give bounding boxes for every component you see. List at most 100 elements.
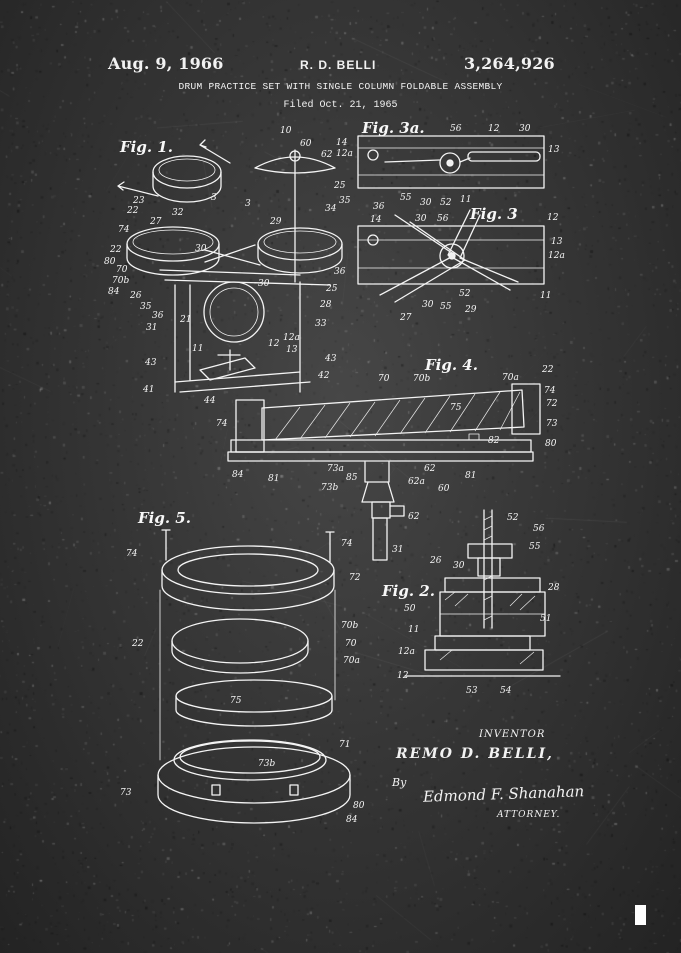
svg-text:29: 29	[464, 305, 477, 315]
figure-4-label: Fig. 4.	[424, 356, 478, 374]
svg-text:10: 10	[280, 126, 292, 136]
svg-text:11: 11	[540, 291, 551, 301]
svg-text:13: 13	[551, 237, 563, 247]
svg-text:56: 56	[450, 124, 462, 134]
svg-text:70b: 70b	[341, 621, 358, 631]
svg-text:14: 14	[370, 215, 382, 225]
svg-text:84: 84	[108, 287, 120, 297]
svg-text:35: 35	[339, 196, 351, 206]
svg-text:12: 12	[397, 671, 409, 681]
svg-text:52: 52	[440, 198, 452, 208]
svg-text:50: 50	[404, 604, 416, 614]
svg-text:30: 30	[415, 214, 427, 224]
svg-text:74: 74	[118, 225, 130, 235]
svg-text:55: 55	[529, 542, 541, 552]
svg-text:72: 72	[546, 399, 558, 409]
svg-text:21: 21	[179, 315, 191, 325]
figure-3-label: Fig. 3	[469, 205, 518, 223]
svg-text:70: 70	[345, 639, 357, 649]
svg-text:30: 30	[420, 198, 432, 208]
svg-text:11: 11	[408, 625, 419, 635]
svg-text:52: 52	[507, 513, 519, 523]
svg-text:25: 25	[333, 181, 346, 191]
svg-text:23: 23	[132, 196, 145, 206]
svg-text:26: 26	[429, 556, 442, 566]
svg-text:62: 62	[408, 512, 420, 522]
figure-5-label: Fig. 5.	[137, 509, 191, 527]
svg-text:73: 73	[546, 419, 558, 429]
figure-3-hinge-open: Fig. 3 14 30 56 12 13 12a 11 52 30 55 29…	[358, 205, 565, 323]
svg-text:73a: 73a	[327, 464, 344, 474]
svg-text:52: 52	[459, 289, 471, 299]
svg-text:11: 11	[192, 344, 203, 354]
svg-text:30: 30	[519, 124, 531, 134]
attorney-label: ATTORNEY.	[497, 810, 561, 820]
svg-text:12a: 12a	[548, 251, 565, 261]
svg-text:55: 55	[440, 302, 452, 312]
svg-text:30: 30	[422, 300, 434, 310]
svg-text:80: 80	[353, 801, 365, 811]
svg-text:70b: 70b	[413, 374, 430, 384]
patent-date: Aug. 9, 1966	[108, 54, 224, 73]
svg-text:56: 56	[437, 214, 449, 224]
svg-text:74: 74	[216, 419, 228, 429]
svg-text:31: 31	[146, 323, 157, 333]
svg-text:44: 44	[203, 396, 216, 406]
header-inventor: R. D. BELLI	[300, 58, 377, 72]
svg-text:84: 84	[232, 470, 244, 480]
svg-text:80: 80	[104, 257, 116, 267]
svg-text:60: 60	[300, 139, 312, 149]
svg-text:43: 43	[144, 358, 157, 368]
svg-text:12a: 12a	[336, 149, 353, 159]
svg-text:42: 42	[317, 371, 330, 381]
svg-text:62a: 62a	[408, 477, 425, 487]
svg-text:74: 74	[341, 539, 353, 549]
svg-text:70: 70	[116, 265, 128, 275]
svg-text:80: 80	[545, 439, 557, 449]
svg-text:62: 62	[321, 150, 333, 160]
svg-text:3: 3	[211, 193, 217, 203]
svg-text:51: 51	[540, 614, 551, 624]
svg-text:28: 28	[319, 300, 332, 310]
svg-text:13: 13	[548, 145, 560, 155]
patent-title: DRUM PRACTICE SET WITH SINGLE COLUMN FOL…	[178, 81, 503, 92]
svg-text:27: 27	[399, 313, 412, 323]
svg-text:30: 30	[258, 279, 270, 289]
svg-text:81: 81	[268, 474, 279, 484]
svg-text:85: 85	[346, 473, 358, 483]
svg-text:81: 81	[465, 471, 476, 481]
svg-text:55: 55	[400, 193, 412, 203]
svg-text:12: 12	[488, 124, 500, 134]
svg-text:41: 41	[142, 385, 154, 395]
svg-text:31: 31	[392, 545, 403, 555]
filed-date: Filed Oct. 21, 1965	[283, 100, 398, 111]
svg-text:71: 71	[339, 740, 350, 750]
svg-text:82: 82	[488, 436, 500, 446]
svg-text:30: 30	[453, 561, 465, 571]
patent-number: 3,264,926	[464, 54, 555, 73]
svg-text:74: 74	[544, 386, 556, 396]
svg-text:22: 22	[109, 245, 122, 255]
svg-text:12a: 12a	[283, 333, 300, 343]
svg-text:75: 75	[230, 696, 242, 706]
svg-text:53: 53	[466, 686, 478, 696]
svg-text:73: 73	[120, 788, 132, 798]
svg-text:12: 12	[268, 339, 280, 349]
svg-text:33: 33	[315, 319, 327, 329]
svg-text:35: 35	[140, 302, 152, 312]
svg-text:84: 84	[346, 815, 358, 825]
svg-text:70: 70	[378, 374, 390, 384]
svg-text:26: 26	[129, 291, 142, 301]
svg-text:14: 14	[336, 138, 348, 148]
svg-text:12: 12	[547, 213, 559, 223]
figure-5-exploded-pad: Fig. 5. 74 74	[120, 509, 365, 825]
by-label: By	[392, 776, 407, 789]
svg-text:56: 56	[533, 524, 545, 534]
figure-4-cross-section: Fig. 4. 70	[216, 356, 558, 560]
svg-text:11: 11	[460, 195, 471, 205]
svg-text:70b: 70b	[112, 276, 129, 286]
svg-text:30: 30	[195, 244, 207, 254]
svg-text:27: 27	[149, 217, 162, 227]
